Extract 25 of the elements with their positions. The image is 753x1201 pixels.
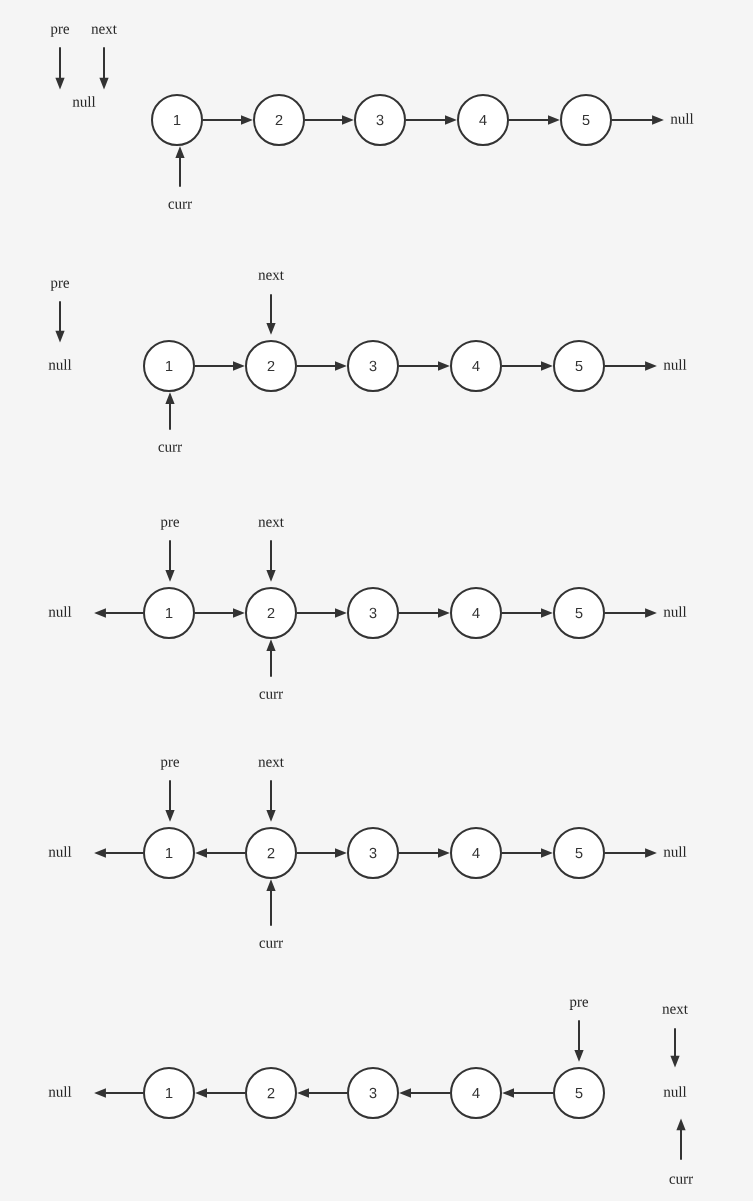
null-label: null xyxy=(663,1086,687,1097)
pointer-label: next xyxy=(258,518,284,527)
pointer-label: curr xyxy=(669,1176,693,1184)
null-label: null xyxy=(663,846,687,857)
pointer-label: next xyxy=(91,25,117,34)
pointer-label: curr xyxy=(259,940,283,948)
pointer-label: next xyxy=(662,1005,688,1014)
null-label: null xyxy=(663,359,687,370)
pointer-label: pre xyxy=(50,26,70,37)
pointer-label: curr xyxy=(168,201,192,209)
pointer-label: next xyxy=(258,271,284,280)
null-label: null xyxy=(670,113,694,124)
pointer-label: next xyxy=(258,758,284,767)
pointer-label: curr xyxy=(259,691,283,699)
pointer-label: curr xyxy=(158,444,182,452)
pointer-label: pre xyxy=(160,759,180,770)
null-label: null xyxy=(48,359,72,370)
null-label: null xyxy=(72,96,96,107)
null-label: null xyxy=(48,1086,72,1097)
pointer-label: pre xyxy=(50,280,70,291)
null-label: null xyxy=(48,606,72,617)
pointer-label: pre xyxy=(160,519,180,530)
null-label: null xyxy=(48,846,72,857)
pointer-label: pre xyxy=(569,999,589,1010)
null-label: null xyxy=(663,606,687,617)
